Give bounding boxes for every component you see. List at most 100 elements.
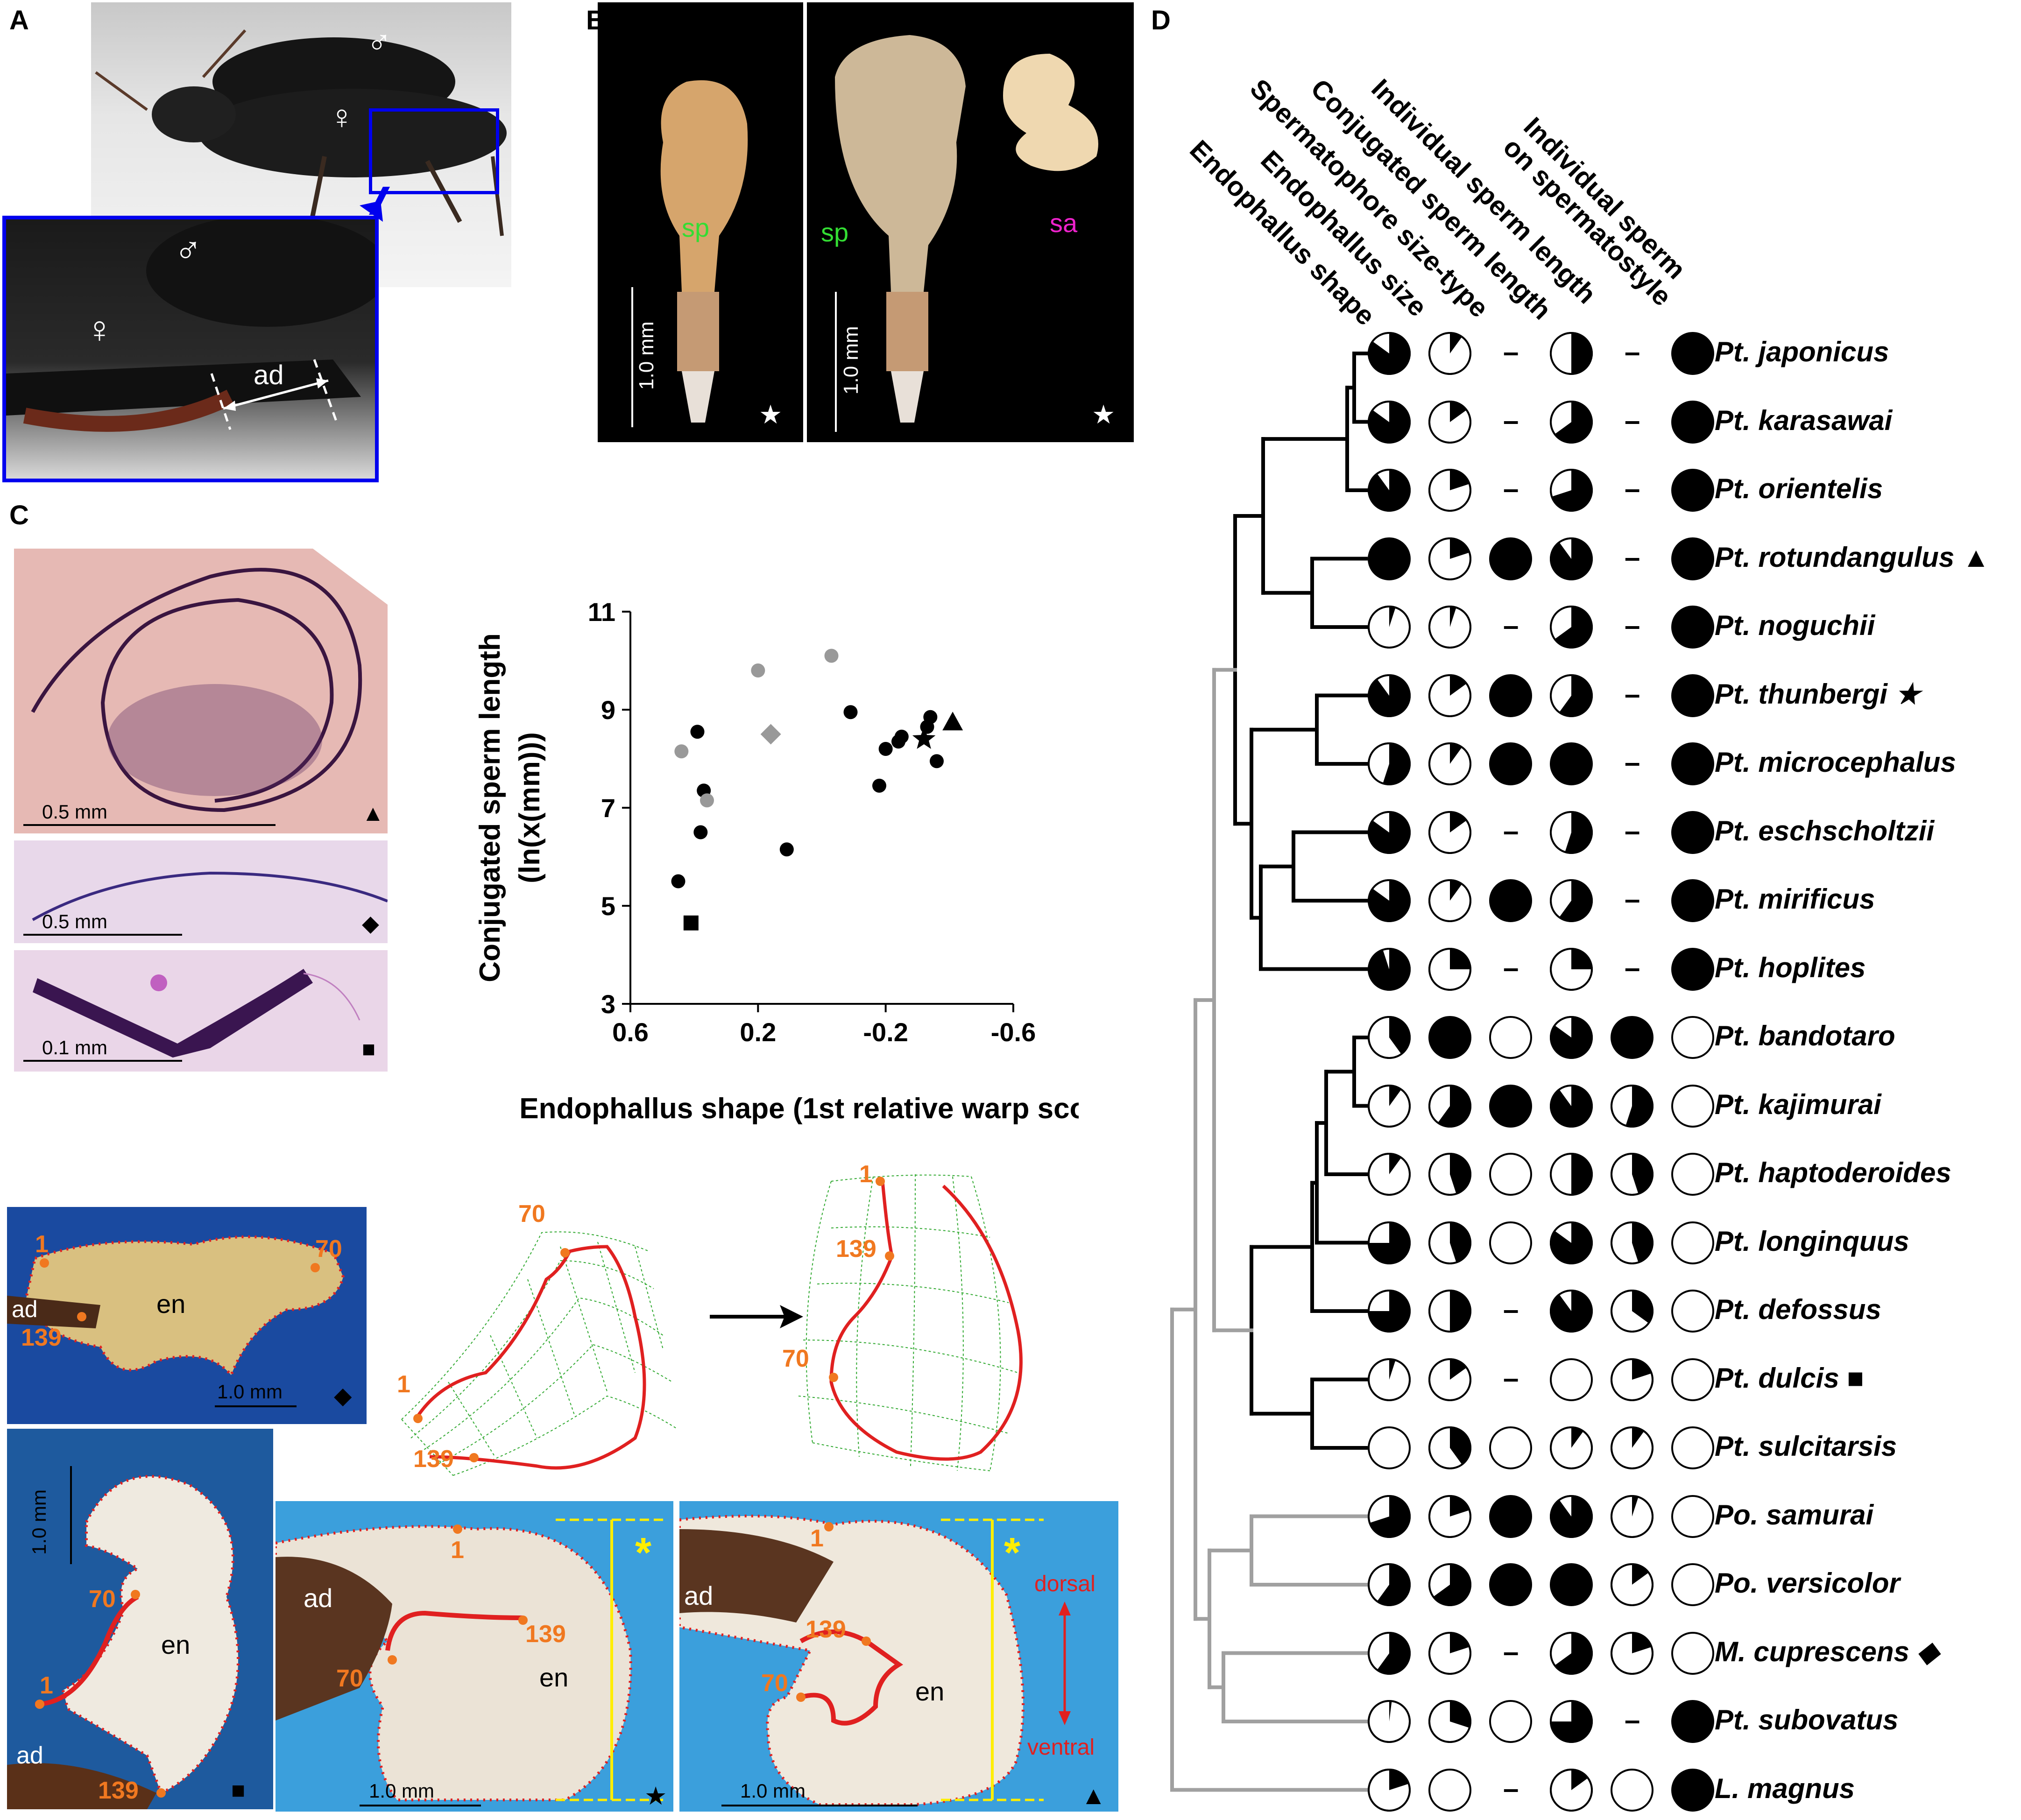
male-symbol: ♂	[367, 24, 392, 61]
pie-slice	[1632, 1496, 1639, 1517]
x-tick-label: -0.2	[863, 1017, 908, 1047]
trait-pie	[1671, 1426, 1714, 1469]
trait-pie	[1611, 1221, 1654, 1264]
species-name: Po. samurai	[1715, 1499, 1874, 1531]
pie-slice	[1559, 880, 1592, 921]
trait-pie	[1428, 1016, 1471, 1059]
pie-slice	[1438, 1085, 1470, 1127]
ad-label: ad	[254, 360, 284, 390]
species-name: Pt. bandotaro	[1715, 1020, 1895, 1051]
scale-bar-c3	[23, 1060, 182, 1062]
trait-pie	[1671, 742, 1714, 785]
pie-outline	[1368, 469, 1411, 512]
pie-slice	[1450, 1291, 1470, 1332]
pie-slice	[1672, 1701, 1713, 1742]
scale-bar-endo-triangle	[721, 1805, 918, 1806]
data-point	[930, 754, 944, 769]
species-name: Pt. defossus	[1715, 1294, 1881, 1325]
trait-pie	[1368, 1358, 1411, 1401]
pie-outline	[1368, 1358, 1411, 1401]
missing-data-dash: –	[1625, 610, 1640, 641]
ad-label: ad	[16, 1742, 43, 1769]
pie-slice	[1377, 1564, 1410, 1605]
y-tick-label: 9	[601, 695, 615, 725]
pie-outline	[1368, 879, 1411, 922]
trait-pie	[1671, 811, 1714, 854]
trait-pie	[1428, 1700, 1471, 1743]
pie-slice	[1490, 1085, 1531, 1127]
pie-slice	[1368, 333, 1410, 374]
star-marker-b-right: ★	[1092, 400, 1116, 429]
trait-pie	[1368, 1563, 1411, 1606]
sp-label-left: sp	[682, 213, 710, 242]
missing-data-dash: –	[1625, 541, 1640, 573]
trait-pie	[1671, 1563, 1714, 1606]
missing-data-dash: –	[1503, 1362, 1519, 1394]
trait-pie	[1671, 469, 1714, 512]
pie-slice	[1368, 880, 1410, 921]
trait-pie	[1611, 1016, 1654, 1059]
trait-pie	[1368, 332, 1411, 375]
pie-outline	[1428, 400, 1471, 444]
sperm-bundle-illustration	[33, 969, 360, 1058]
y-axis-label: Conjugated sperm length	[474, 633, 506, 982]
marker-endo-square: ■	[231, 1777, 246, 1803]
pie-slice	[1383, 743, 1410, 784]
pie-slice	[1550, 1291, 1592, 1332]
pie-slice	[1369, 1222, 1410, 1263]
warp-grid-right	[798, 1174, 1023, 1471]
landmark-70: 70	[761, 1670, 788, 1697]
trait-pie	[1550, 811, 1593, 854]
trait-pie	[1368, 400, 1411, 444]
trait-pie	[1368, 879, 1411, 922]
species-name: Pt. hoplites	[1715, 952, 1866, 983]
trait-pie	[1550, 947, 1593, 991]
pie-slice	[1389, 1085, 1401, 1106]
scale-bar-endo-square	[70, 1466, 72, 1564]
trait-pie	[1428, 606, 1471, 649]
pie-outline	[1550, 1426, 1593, 1469]
endophallus-photo-square: 1 70 139 ad en 1.0 mm ■	[7, 1429, 273, 1809]
trait-pie	[1550, 1016, 1593, 1059]
trait-pie	[1428, 1495, 1471, 1538]
pie-outline	[1368, 1700, 1411, 1743]
pie-slice	[1490, 675, 1531, 716]
pie-background	[1611, 1768, 1654, 1812]
missing-data-dash: –	[1625, 952, 1640, 983]
dorsal-label: dorsal	[1034, 1572, 1095, 1596]
pie-slice	[1377, 1632, 1410, 1674]
spermatophore-photo-left: sp 1.0 mm ★	[598, 2, 803, 442]
trait-pie	[1671, 1768, 1714, 1812]
species-name: Po. versicolor	[1715, 1567, 1900, 1599]
trait-pie	[1550, 1631, 1593, 1675]
trait-pie	[1428, 742, 1471, 785]
pie-slice	[1672, 607, 1713, 648]
species-name: Pt. haptoderoides	[1715, 1157, 1951, 1188]
pie-slice	[1450, 1701, 1471, 1728]
trait-pie	[1671, 947, 1714, 991]
pie-slice	[1368, 470, 1410, 511]
trait-pie	[1368, 1290, 1411, 1333]
pie-slice	[1555, 401, 1592, 443]
data-point-star	[912, 727, 936, 749]
trait-pie	[1428, 469, 1471, 512]
pie-slice	[1389, 1769, 1409, 1790]
warp-right-landmark-1: 1	[859, 1161, 873, 1188]
pie-outline	[1428, 606, 1471, 649]
pie-outline	[1368, 1221, 1411, 1264]
trait-pie	[1671, 674, 1714, 717]
pie-outline	[1428, 332, 1471, 375]
pie-slice	[1611, 1017, 1653, 1058]
trait-pie	[1550, 537, 1593, 580]
pie-slice	[1368, 948, 1410, 990]
trait-pie	[1611, 1084, 1654, 1128]
species-name: Pt. orientelis	[1715, 473, 1883, 504]
warp-left-landmark-70: 70	[518, 1200, 545, 1227]
pie-outline	[1550, 1768, 1593, 1812]
landmark-1: 1	[810, 1525, 824, 1552]
pie-slice	[1450, 333, 1462, 353]
trait-pie	[1489, 1426, 1532, 1469]
x-axis-label: Endophallus shape (1st relative warp sco…	[519, 1093, 1079, 1125]
pie-outline	[1611, 1358, 1654, 1401]
